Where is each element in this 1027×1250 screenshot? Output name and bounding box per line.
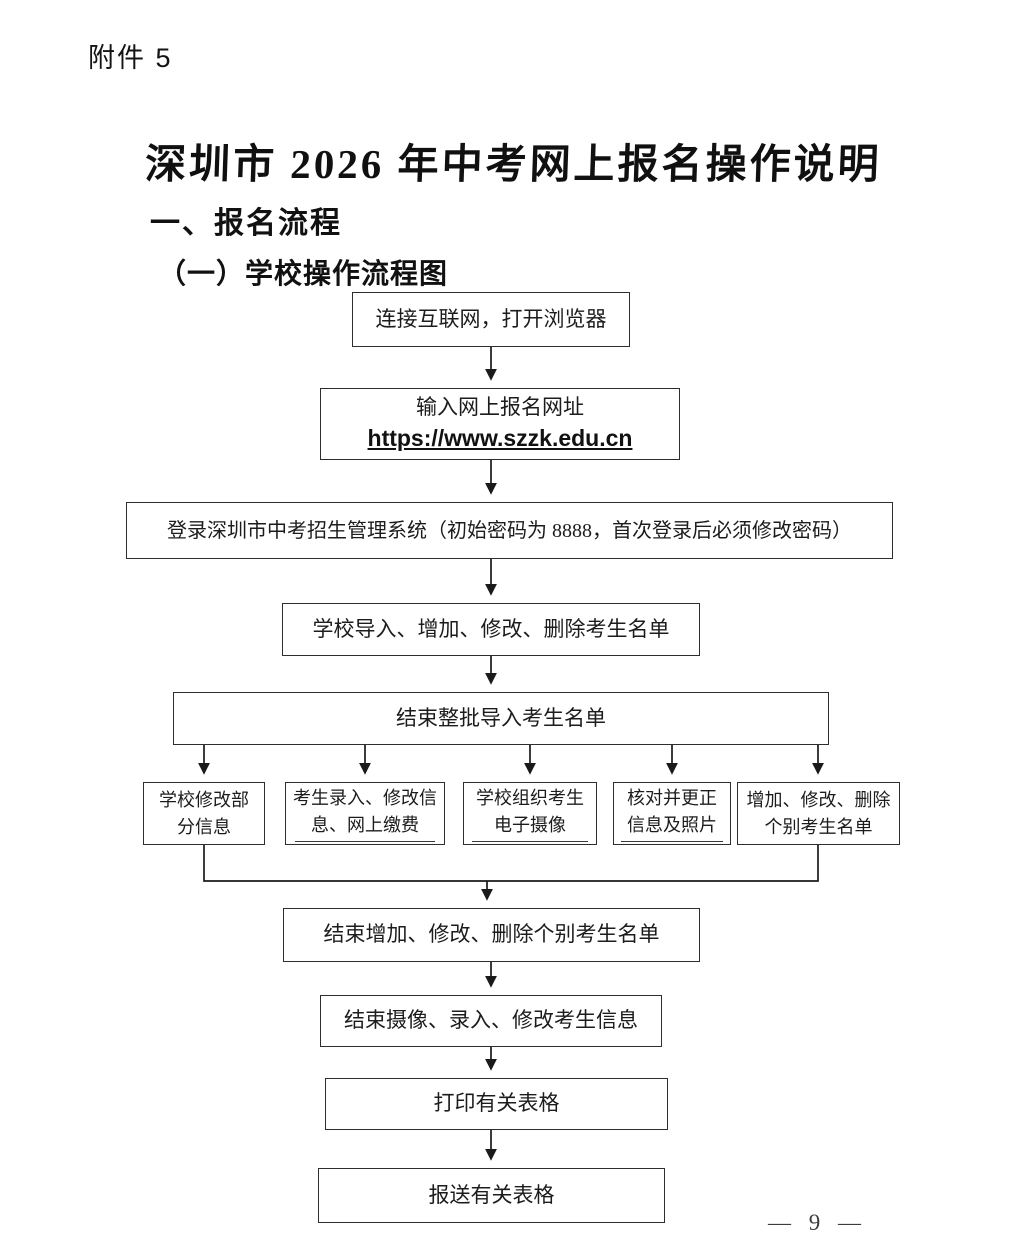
registration-url: https://www.szzk.edu.cn xyxy=(367,425,633,452)
flow-box-line-underlined: 电子摄像 xyxy=(471,812,589,842)
flow-box-school-modify-info: 学校修改部 分信息 xyxy=(143,782,265,845)
flow-box-school-import: 学校导入、增加、修改、删除考生名单 xyxy=(282,603,700,656)
flow-box-label: 结束摄像、录入、修改考生信息 xyxy=(344,1008,638,1033)
flow-box-individual-list: 增加、修改、删除 个别考生名单 xyxy=(737,782,900,845)
flow-box-line: 增加、修改、删除 xyxy=(746,790,891,811)
flow-box-submit-forms: 报送有关表格 xyxy=(318,1168,665,1223)
flow-box-label: 输入网上报名网址 xyxy=(416,394,584,419)
flow-box-label: 登录深圳市中考招生管理系统（初始密码为 8888，首次登录后必须修改密码） xyxy=(167,519,852,542)
flow-box-verify-correct: 核对并更正 信息及照片 xyxy=(613,782,731,845)
flow-box-school-photo: 学校组织考生 电子摄像 xyxy=(463,782,597,845)
flow-box-line: 学校修改部 xyxy=(159,790,249,811)
flow-box-line: 个别考生名单 xyxy=(764,816,873,837)
flow-box-label: 打印有关表格 xyxy=(433,1091,560,1116)
flow-box-label: 结束整批导入考生名单 xyxy=(396,705,606,730)
flow-box-connect-internet: 连接互联网，打开浏览器 xyxy=(352,292,630,347)
flow-box-line: 考生录入、修改信 xyxy=(293,788,437,809)
flow-box-login-system: 登录深圳市中考招生管理系统（初始密码为 8888，首次登录后必须修改密码） xyxy=(126,502,893,559)
page-number: — 9 — xyxy=(768,1210,867,1235)
flow-box-label: 连接互联网，打开浏览器 xyxy=(375,306,607,331)
attachment-label: 附件 5 xyxy=(88,43,173,73)
flow-box-finish-batch-import: 结束整批导入考生名单 xyxy=(173,692,829,745)
flow-box-enter-url: 输入网上报名网址 https://www.szzk.edu.cn xyxy=(320,388,680,460)
flow-box-finish-individual: 结束增加、修改、删除个别考生名单 xyxy=(283,908,700,962)
flow-box-label: 结束增加、修改、删除个别考生名单 xyxy=(323,922,660,947)
flow-box-candidate-entry-pay: 考生录入、修改信 息、网上缴费 xyxy=(285,782,445,845)
flow-box-label: 学校导入、增加、修改、删除考生名单 xyxy=(312,616,670,641)
flow-box-line: 分信息 xyxy=(177,816,231,837)
section-heading: 一、报名流程 xyxy=(150,207,342,240)
flow-box-line: 学校组织考生 xyxy=(476,788,584,809)
flow-box-line-underlined: 息、网上缴费 xyxy=(295,812,435,842)
flow-box-print-forms: 打印有关表格 xyxy=(325,1078,668,1130)
flow-box-line: 核对并更正 xyxy=(627,788,717,809)
flow-box-line-underlined: 信息及照片 xyxy=(620,812,724,842)
subsection-heading: （一）学校操作流程图 xyxy=(158,259,449,290)
flow-box-label: 报送有关表格 xyxy=(428,1182,555,1207)
flow-box-finish-photo-entry: 结束摄像、录入、修改考生信息 xyxy=(320,995,662,1047)
page-title: 深圳市 2026 年中考网上报名操作说明 xyxy=(144,141,883,187)
